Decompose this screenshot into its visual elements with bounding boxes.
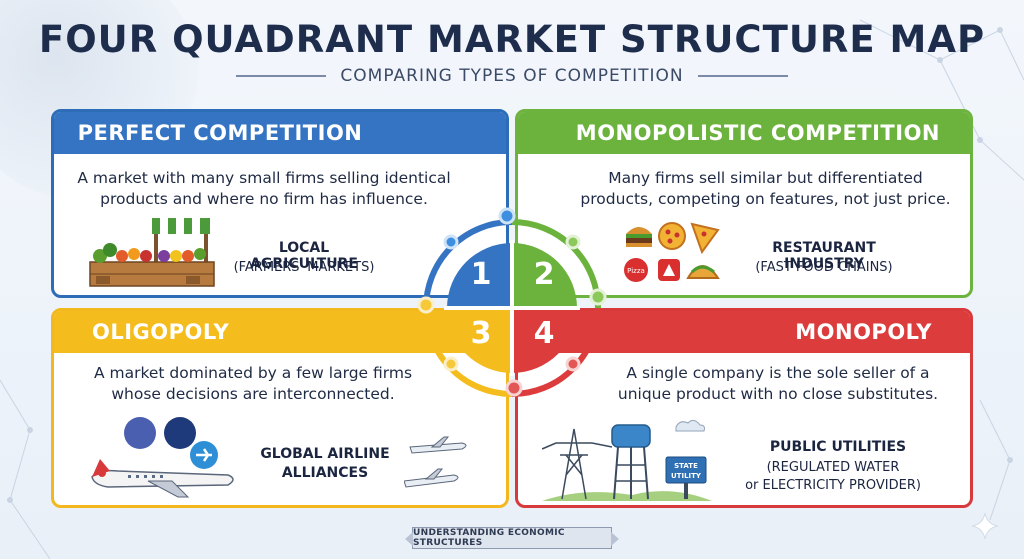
example-subtitle: (FAST FOOD CHAINS)	[755, 260, 893, 275]
quadrant-title: MONOPOLISTIC COMPETITION	[518, 112, 970, 154]
jet-airliner-icon	[91, 459, 234, 498]
page-title: FOUR QUADRANT MARKET STRUCTURE MAP	[38, 18, 986, 61]
example-subtitle: (FARMERS' MARKETS)	[233, 260, 375, 275]
pizza-box-label: Pizza	[627, 267, 645, 275]
subtitle-row: COMPARING TYPES OF COMPETITION	[0, 66, 1024, 86]
sign-text-line-2: UTILITY	[671, 472, 702, 480]
quadrant-description: Many firms sell similar but differentiat…	[580, 169, 951, 208]
quadrant-number-4: 4	[534, 316, 555, 351]
subtitle-rule-left	[236, 75, 327, 77]
example-title: LOCAL AGRICULTURE	[250, 240, 358, 272]
farmers-market-stall-icon	[89, 218, 215, 287]
quadrant-perfect-competition: PERFECT COMPETITION A market with many s…	[51, 109, 509, 298]
sparkle-icon	[972, 513, 998, 539]
utility-tower-icon: STATE UTILITY	[542, 419, 712, 501]
subtitle-rule-right	[697, 75, 788, 77]
quadrant-description: A single company is the sole seller of a…	[617, 364, 939, 403]
red-logo-icon	[658, 259, 680, 281]
power-pylon-icon	[542, 428, 613, 500]
quadrant-number-1: 1	[471, 257, 492, 292]
burger-icon	[626, 227, 652, 247]
small-airplanes-icon	[404, 436, 467, 488]
footer-banner: UNDERSTANDING ECONOMIC STRUCTURES	[405, 527, 619, 549]
example-title: GLOBAL AIRLINE ALLIANCES	[260, 446, 390, 481]
airline-logo-icon	[124, 417, 156, 449]
quadrant-number-2: 2	[534, 257, 555, 292]
fast-food-icons: Pizza	[624, 222, 720, 282]
quadrant-2-wedge	[512, 243, 577, 308]
cloud-icon	[675, 419, 705, 432]
connector-dots	[417, 207, 607, 397]
airline-logo-icon	[164, 417, 196, 449]
pizza-box-icon: Pizza	[624, 258, 648, 282]
example-title: PUBLIC UTILITIES	[769, 439, 907, 455]
quadrant-monopolistic-competition: MONOPOLISTIC COMPETITION Many firms sell…	[515, 109, 973, 298]
sign-text-line-1: STATE	[674, 462, 698, 470]
page-subtitle: COMPARING TYPES OF COMPETITION	[340, 66, 684, 86]
quadrant-title: PERFECT COMPETITION	[54, 112, 506, 154]
quadrant-description: A market with many small firms selling i…	[77, 169, 451, 208]
pizza-slice-icon	[690, 222, 720, 255]
quadrant-description: A market dominated by a few large firms …	[93, 364, 413, 403]
quadrant-1-wedge	[447, 243, 512, 308]
water-tower-icon	[611, 424, 651, 500]
quadrant-4-wedge	[512, 308, 577, 373]
pizza-icon	[658, 222, 686, 250]
quadrant-number-3: 3	[471, 316, 492, 351]
taco-icon	[686, 265, 720, 279]
example-subtitle: (REGULATED WATER or ELECTRICITY PROVIDER…	[745, 460, 921, 493]
quadrant-3-wedge	[447, 308, 512, 373]
quadrant-monopoly: MONOPOLY A single company is the sole se…	[515, 308, 973, 508]
example-title: RESTAURANT INDUSTRY	[772, 240, 876, 272]
airplane-icons	[91, 417, 234, 498]
